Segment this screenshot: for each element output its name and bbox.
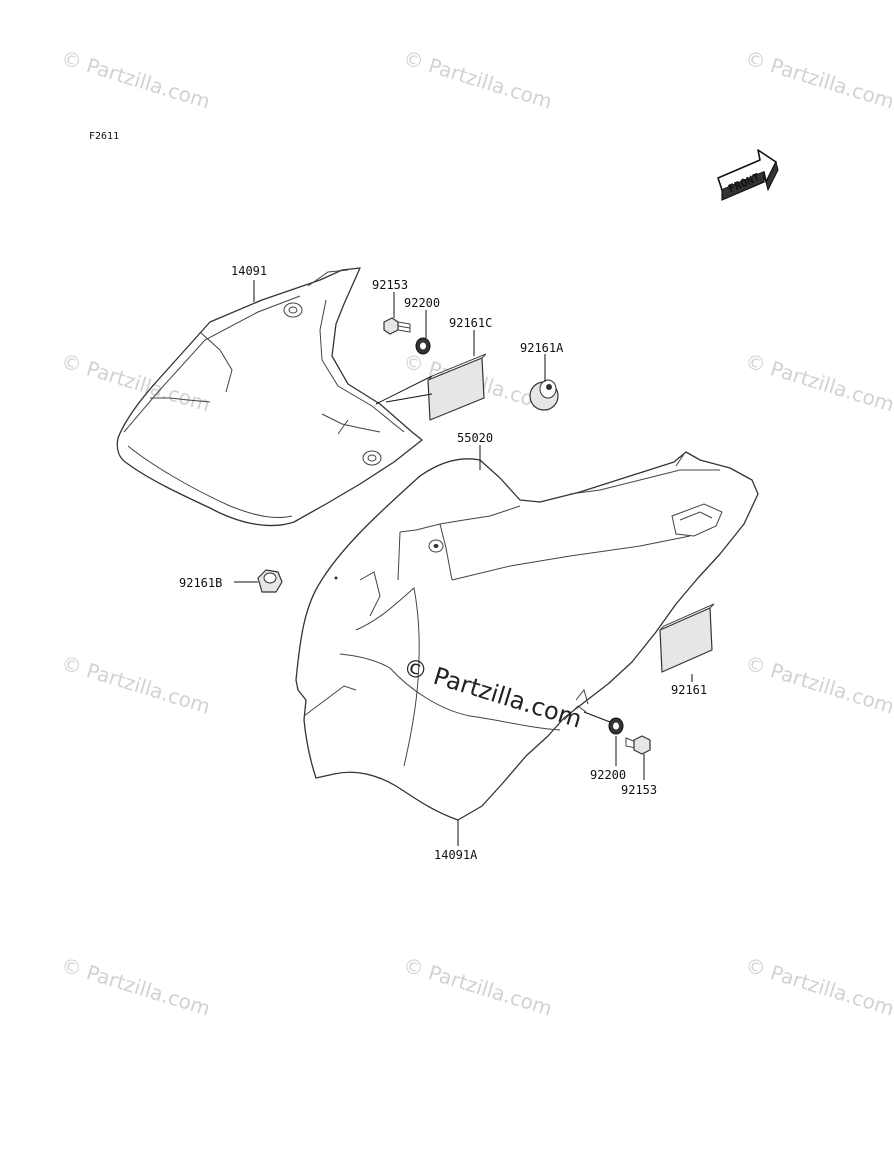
part-label-92161: 92161 <box>671 683 707 697</box>
part-label-92161c: 92161C <box>449 316 492 330</box>
washer-lower-icon <box>583 711 624 735</box>
part-label-55020: 55020 <box>457 431 493 445</box>
front-arrow-icon: FRONT <box>717 149 779 201</box>
bolt-lower-icon <box>625 735 651 755</box>
grommet-92161a-icon <box>529 379 559 411</box>
washer-upper-icon <box>415 337 431 355</box>
pad-92161c-icon <box>375 353 487 421</box>
figure-code: F2611 <box>89 131 120 142</box>
part-label-92161a: 92161A <box>520 341 564 355</box>
part-label-92161b: 92161B <box>179 576 222 590</box>
part-label-14091a: 14091A <box>434 848 478 862</box>
grommet-92161b-icon <box>257 569 283 593</box>
side-cover-lower <box>295 451 759 821</box>
part-label-92153-lower: 92153 <box>621 783 657 797</box>
leader-lines <box>234 280 693 846</box>
pad-92161-icon <box>659 603 715 673</box>
part-label-92200-lower: 92200 <box>590 768 626 782</box>
part-label-14091: 14091 <box>231 264 267 278</box>
bolt-upper-icon <box>383 317 411 335</box>
side-cover-upper <box>116 267 423 527</box>
part-label-92200-upper: 92200 <box>404 296 440 310</box>
part-label-92153-upper: 92153 <box>372 278 408 292</box>
